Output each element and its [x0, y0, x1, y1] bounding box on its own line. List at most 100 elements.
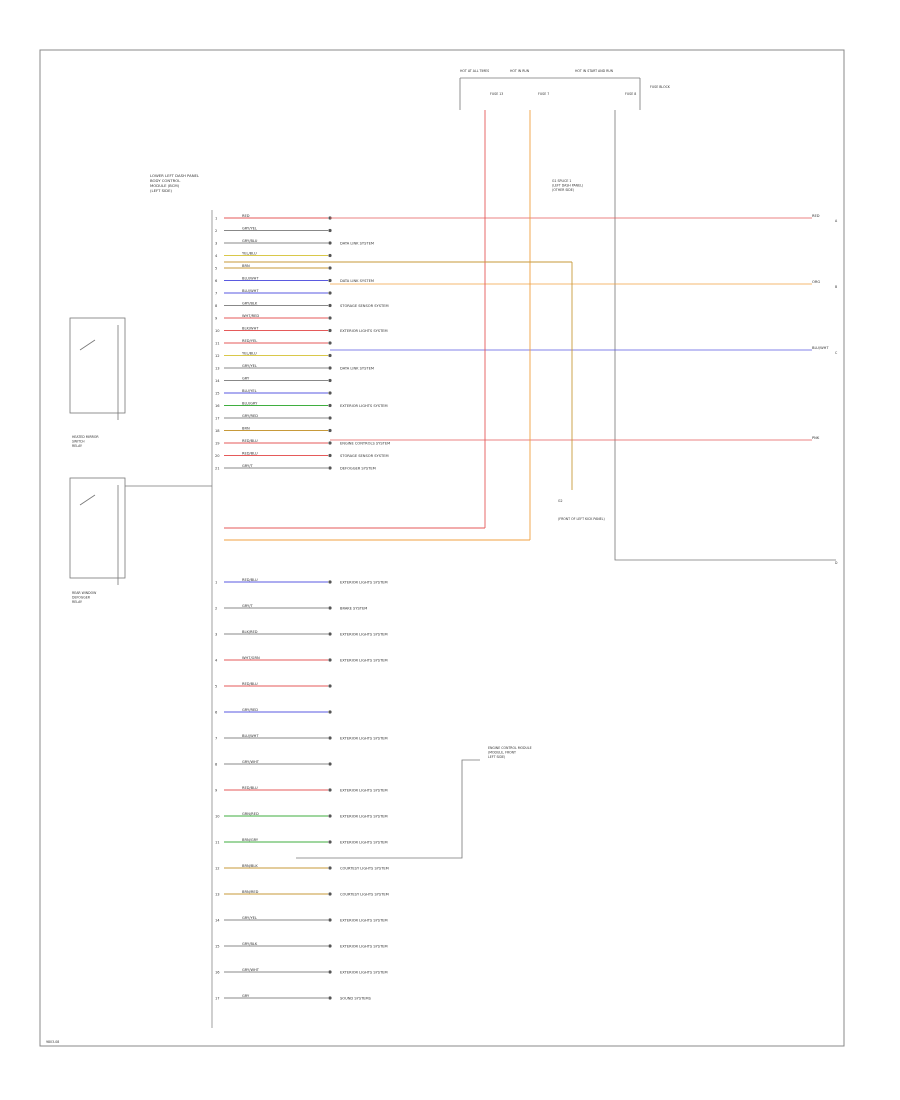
wire-color-label: WHT/RED: [242, 314, 259, 318]
page-id: 9803-08: [46, 1040, 59, 1044]
connector-dot: [328, 416, 332, 420]
system-label: EXTERIOR LIGHTS SYSTEM: [340, 788, 388, 792]
connector-dot: [328, 736, 332, 740]
pin-number: 3: [215, 632, 217, 636]
pin-number: 16: [215, 404, 220, 408]
connector-dot: [328, 253, 332, 258]
fuse-label-1: FUSE 13: [490, 92, 503, 96]
connector-dot: [328, 710, 332, 714]
wire-color-label: BRN/BLK: [242, 864, 258, 868]
wire-color-label: BLU/WHT: [242, 289, 259, 293]
wire-color-label: GRY/T: [242, 604, 253, 608]
fuse-block: HOT AT ALL TIMES HOT IN RUN HOT IN START…: [459, 69, 671, 110]
connector-dot: [328, 944, 332, 948]
pin-row-lower-10: 10 GRN/RED EXTERIOR LIGHTS SYSTEM: [215, 812, 388, 818]
continuation-A: A: [835, 219, 838, 223]
wire-color-label: RED/BLU: [242, 452, 258, 456]
pin-number: 14: [215, 379, 220, 383]
ecu-label: ENGINE CONTROL MODULE (MODULE, FRONT LEF…: [488, 746, 533, 759]
wire-color-label: BLU/WHT: [242, 734, 259, 738]
wire-color-label: YEL/BLU: [242, 252, 257, 256]
wire-color-label: RED/BLU: [242, 439, 258, 443]
continuation-D: D: [835, 561, 838, 565]
wire-color-label: RED: [242, 214, 250, 218]
wire-color-label: GRY/YEL: [242, 364, 257, 368]
system-label: DEFOGGER SYSTEM: [340, 466, 376, 470]
connector-dot: [328, 266, 332, 270]
wire-color-label: GRY/WHT: [242, 968, 260, 972]
wire-color-label: BRN: [242, 264, 250, 268]
wire-color-label: GRY/BLK: [242, 302, 258, 306]
connector-dot: [328, 328, 332, 333]
fuse-label-3: FUSE 8: [625, 92, 636, 96]
system-label: EXTERIOR LIGHTS SYSTEM: [340, 329, 388, 333]
system-label: COURTESY LIGHTS SYSTEM: [340, 892, 389, 896]
connector-dot: [328, 840, 332, 844]
bus-label: ORG: [812, 280, 820, 284]
pin-number: 2: [215, 229, 217, 233]
pin-number: 8: [215, 762, 218, 766]
pin-number: 15: [215, 391, 220, 395]
system-label: DATA LINK SYSTEM: [340, 366, 374, 370]
relay-bottom-label: REAR WINDOW DEFOGGER RELAY: [72, 591, 97, 604]
wire-color-label: GRY/YEL: [242, 227, 257, 231]
pin-number: 21: [215, 466, 220, 470]
connector-dot: [328, 918, 332, 922]
wire-color-label: RED/YEL: [242, 339, 257, 343]
wire-color-label: RED/BLU: [242, 786, 258, 790]
pin-number: 10: [215, 814, 220, 818]
pin-row-lower-6: 6 GRY/RED: [215, 708, 332, 714]
system-label: BRAKE SYSTEM: [340, 606, 367, 610]
wire-color-label: BRN/GRY: [242, 838, 259, 842]
wire-color-label: YEL/BLU: [242, 352, 257, 356]
ground-label: G2 (FRONT OF LEFT KICK PANEL): [558, 499, 605, 521]
pin-number: 5: [215, 266, 217, 270]
connector-dot: [328, 353, 332, 358]
diagram-frame: [39, 49, 845, 1047]
connector-dot: [328, 378, 332, 383]
pin-number: 4: [215, 658, 218, 662]
pin-number: 2: [215, 606, 217, 610]
pin-number: 13: [215, 892, 220, 896]
system-label: STORAGE SENSOR SYSTEM: [340, 454, 389, 458]
pin-number: 10: [215, 329, 220, 333]
wire-color-label: GRY/YEL: [242, 916, 257, 920]
wire-color-label: WHT/GRN: [242, 656, 260, 660]
system-label: EXTERIOR LIGHTS SYSTEM: [340, 970, 388, 974]
connector-dot: [328, 428, 332, 433]
pin-number: 1: [215, 580, 217, 584]
pin-number: 6: [215, 710, 218, 714]
connector-dot: [328, 278, 332, 283]
wire-color-label: GRY/RED: [242, 414, 258, 418]
wire-color-label: RED/BLU: [242, 578, 258, 582]
system-label: EXTERIOR LIGHTS SYSTEM: [340, 814, 388, 818]
pin-number: 17: [215, 416, 220, 420]
wire-color-label: BLK/RED: [242, 630, 258, 634]
connector-dot: [328, 453, 332, 458]
wire-color-label: GRY/RED: [242, 708, 258, 712]
main-module-label: LOWER LEFT DASH PANEL BODY CONTROL MODUL…: [150, 173, 200, 193]
static-wiring: [69, 110, 836, 1028]
connector-dot: [328, 866, 332, 870]
connector-dot: [328, 316, 332, 320]
wire-color-label: GRN/RED: [242, 812, 259, 816]
system-label: ENGINE CONTROLS SYSTEM: [340, 441, 390, 445]
connector-dot: [328, 366, 332, 370]
